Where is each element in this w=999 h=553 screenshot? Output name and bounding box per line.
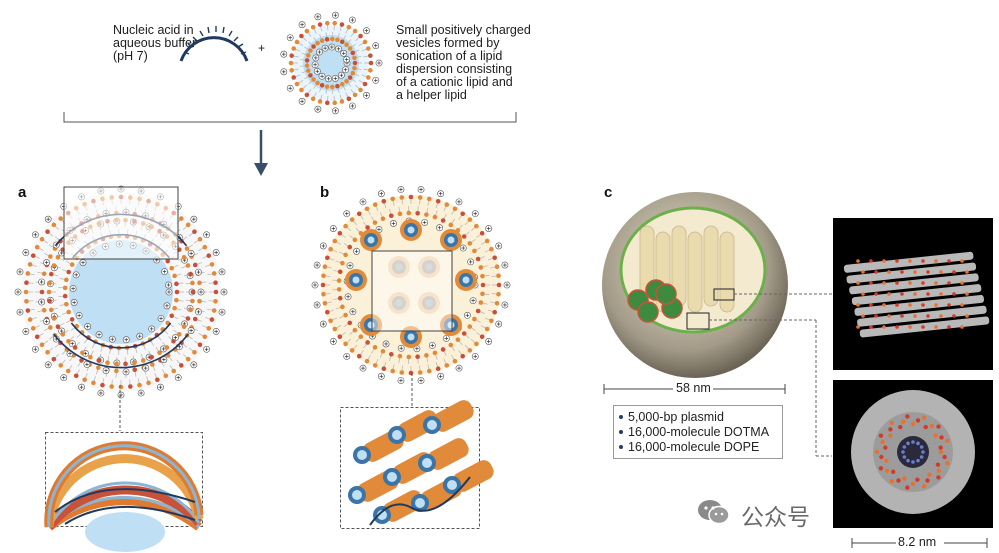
nucleic-acid-arc-icon <box>179 26 249 62</box>
watermark-text: 公众号 <box>741 505 810 531</box>
legend-item: 5,000-bp plasmid <box>619 410 782 424</box>
panel-label-b: b <box>320 184 330 201</box>
down-arrow-icon <box>254 130 268 176</box>
zoom-detail-a <box>44 432 204 552</box>
connector-lines <box>686 288 832 457</box>
legend-item: 16,000-molecule DOPE <box>619 440 782 454</box>
legend-box: 5,000-bp plasmid 16,000-molecule DOTMA 1… <box>613 405 783 459</box>
cationic-vesicle-diagram <box>280 11 383 115</box>
scale-bar-sphere <box>603 384 786 394</box>
panel-label-a: a <box>18 184 27 201</box>
bracket-line <box>63 112 517 123</box>
scale-label-sphere: 58 nm <box>676 381 711 395</box>
bullet-icon <box>619 430 623 434</box>
legend-item-label: 16,000-molecule DOTMA <box>628 425 770 439</box>
md-inverted-micelle-image <box>833 380 993 528</box>
nucleic-acid-label: Nucleic acid in aqueous buffer (pH 7) <box>113 23 197 63</box>
legend-item-label: 16,000-molecule DOPE <box>628 440 760 454</box>
zoom-box-a <box>63 186 179 431</box>
legend-item: 16,000-molecule DOTMA <box>619 425 782 439</box>
simulated-sphere-render <box>602 192 788 378</box>
lipoplex-vesicle-diagram <box>311 186 511 384</box>
md-stacked-bilayer-image <box>833 218 993 370</box>
legend-item-label: 5,000-bp plasmid <box>628 410 724 424</box>
scale-label-micelle: 8.2 nm <box>898 535 937 549</box>
bullet-icon <box>619 445 623 449</box>
zoom-box-b <box>371 250 453 407</box>
vesicle-label: Small positively charged vesicles formed… <box>396 23 531 102</box>
plus-sign: + <box>258 41 266 55</box>
wechat-logo-icon <box>698 500 730 525</box>
bullet-icon <box>619 415 623 419</box>
scale-bar-micelle <box>851 538 988 548</box>
panel-label-c: c <box>604 184 613 201</box>
zoom-detail-b <box>340 400 494 529</box>
